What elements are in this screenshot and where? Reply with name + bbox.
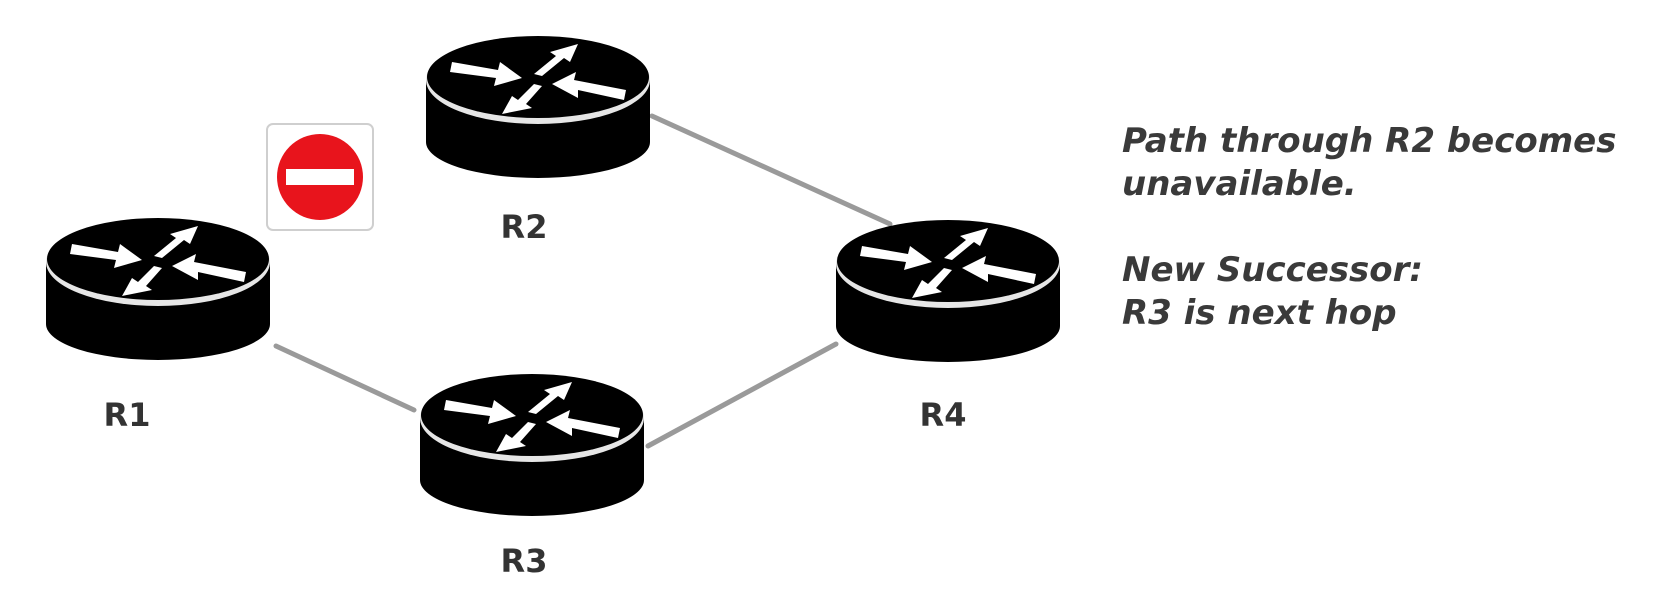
router-icon xyxy=(836,220,1060,362)
caption-next-hop: R3 is next hop xyxy=(1122,293,1397,333)
router-label-r4: R4 xyxy=(920,396,967,434)
status-caption: Path through R2 becomes unavailable. New… xyxy=(1122,120,1662,335)
link-r2-r4 xyxy=(649,113,893,227)
link-r1-r3 xyxy=(273,343,417,413)
router-label-r3: R3 xyxy=(501,542,548,580)
router-r3[interactable] xyxy=(420,374,644,516)
router-label-r2: R2 xyxy=(501,208,548,246)
router-label-r1: R1 xyxy=(104,396,151,434)
no-entry-icon xyxy=(266,123,374,231)
caption-successor: New Successor: R3 is next hop xyxy=(1122,249,1662,335)
router-r1[interactable] xyxy=(46,218,270,360)
router-icon xyxy=(426,36,650,178)
caption-successor-heading: New Successor: xyxy=(1122,250,1424,290)
router-r4[interactable] xyxy=(836,220,1060,362)
link-r3-r4 xyxy=(645,341,839,449)
router-r2[interactable] xyxy=(426,36,650,178)
router-icon xyxy=(420,374,644,516)
router-icon xyxy=(46,218,270,360)
caption-unavailable: Path through R2 becomes unavailable. xyxy=(1122,121,1617,204)
